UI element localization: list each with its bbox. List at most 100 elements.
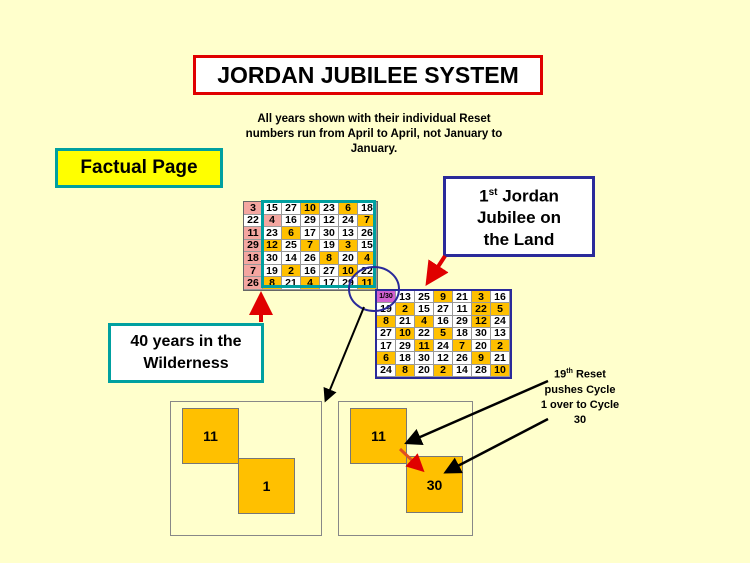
grid-cell: 9 <box>472 352 491 365</box>
grid-cell: 30 <box>263 252 282 265</box>
grid-cell: 7 <box>301 239 320 253</box>
page-title: JORDAN JUBILEE SYSTEM <box>193 55 543 95</box>
grid-cell: 19 <box>263 265 282 278</box>
reset-arrow-2 <box>443 417 549 474</box>
left-panel: 11 1 <box>170 401 322 536</box>
grid-cell: 12 <box>263 239 282 253</box>
grid-cell: 27 <box>434 303 453 316</box>
grid-cell: 17 <box>301 227 320 240</box>
grid-cell: 11 <box>415 340 434 353</box>
transition-circle <box>348 266 400 312</box>
grid-cell: 9 <box>434 291 453 304</box>
grid-cell: 2 <box>396 303 415 316</box>
grid-cell: 4 <box>415 315 434 328</box>
grid-cell: 7 <box>358 214 377 228</box>
grid-cell: 29 <box>396 340 415 353</box>
grid-cell: 10 <box>396 327 415 341</box>
grid-cell: 24 <box>434 340 453 353</box>
grid-cell: 27 <box>320 265 339 278</box>
grid-cell: 27 <box>377 327 396 341</box>
grid-cell: 26 <box>301 252 320 265</box>
grid-cell: 15 <box>415 303 434 316</box>
factual-page-label: Factual Page <box>55 148 223 188</box>
grid-cell: 12 <box>320 214 339 228</box>
grid-cell: 3 <box>472 291 491 304</box>
grid-cell: 1/30 <box>377 291 396 304</box>
shift-arrow <box>398 447 425 473</box>
grid-cell: 2 <box>282 265 301 278</box>
left-square-top: 11 <box>182 408 239 464</box>
left-square-bottom: 1 <box>238 458 295 514</box>
grid-cell: 15 <box>263 202 282 215</box>
grid-cell: 20 <box>339 252 358 265</box>
grid-cell: 6 <box>339 202 358 215</box>
grid-cell: 14 <box>453 364 472 377</box>
reset-note: 19th Reset pushes Cycle 1 over to Cycle … <box>540 368 620 426</box>
grid-cell: 16 <box>282 214 301 228</box>
grid-cell: 4 <box>263 214 282 228</box>
grid-cell: 20 <box>472 340 491 353</box>
wilderness-callout: 40 years in the Wilderness <box>108 323 264 383</box>
jubilee-line3: the Land <box>483 230 555 250</box>
grid-cell: 6 <box>282 227 301 240</box>
grid-cell: 27 <box>282 202 301 215</box>
grid-cell: 8 <box>377 315 396 328</box>
grid-cell: 10 <box>491 364 510 377</box>
grid-cell: 13 <box>396 291 415 304</box>
grid-cell: 30 <box>472 327 491 341</box>
grid-cell: 4 <box>358 252 377 265</box>
jubilee-line1: 1st Jordan <box>479 186 559 206</box>
grid-cell: 7 <box>453 340 472 353</box>
grid-cell: 25 <box>282 239 301 253</box>
grid-cell: 12 <box>434 352 453 365</box>
jubilee-line2: Jubilee on <box>476 208 562 228</box>
grid-cell: 11 <box>453 303 472 316</box>
jubilee-arrow <box>425 254 449 287</box>
grid-cell: 5 <box>434 327 453 341</box>
grid-cell: 23 <box>263 227 282 240</box>
grid-cell: 18 <box>358 202 377 215</box>
grid-cell: 16 <box>301 265 320 278</box>
wilderness-line1: 40 years in the <box>130 333 242 350</box>
grid-cell: 29 <box>301 214 320 228</box>
wilderness-frame <box>261 200 376 288</box>
grid-cell: 8 <box>320 252 339 265</box>
grid-cell: 16 <box>434 315 453 328</box>
grid-cell: 2 <box>434 364 453 377</box>
grid-cell: 15 <box>358 239 377 253</box>
grid-cell: 21 <box>453 291 472 304</box>
grid-cell: 24 <box>491 315 510 328</box>
grid-cell: 20 <box>415 364 434 377</box>
grid-cell: 22 <box>358 265 377 278</box>
grid-cell: 29 <box>453 315 472 328</box>
grid-cell: 30 <box>320 227 339 240</box>
grid-cell: 30 <box>415 352 434 365</box>
grid-cell: 13 <box>339 227 358 240</box>
grid-cell: 24 <box>377 364 396 377</box>
grid-cell: 21 <box>491 352 510 365</box>
grid-cell: 18 <box>396 352 415 365</box>
grid-cell: 10 <box>339 265 358 278</box>
grid-cell: 24 <box>339 214 358 228</box>
grid-cell: 3 <box>339 239 358 253</box>
grid-cell: 21 <box>282 277 301 290</box>
reset-arrow-1 <box>404 379 549 446</box>
grid-cell: 10 <box>301 202 320 215</box>
grid-cell: 2 <box>491 340 510 353</box>
grid-cell: 13 <box>491 327 510 341</box>
grid-cell: 23 <box>320 202 339 215</box>
grid-cell: 18 <box>453 327 472 341</box>
grid-cell: 5 <box>491 303 510 316</box>
grid-cell: 26 <box>453 352 472 365</box>
grid-cell: 22 <box>415 327 434 341</box>
grid-cell: 12 <box>472 315 491 328</box>
grid-cell: 19 <box>320 239 339 253</box>
grid-cell: 8 <box>396 364 415 377</box>
grid-cell: 16 <box>491 291 510 304</box>
grid-cell: 21 <box>396 315 415 328</box>
wilderness-line2: Wilderness <box>143 355 229 372</box>
grid-cell: 22 <box>472 303 491 316</box>
circle-to-panel-arrow <box>323 306 365 403</box>
